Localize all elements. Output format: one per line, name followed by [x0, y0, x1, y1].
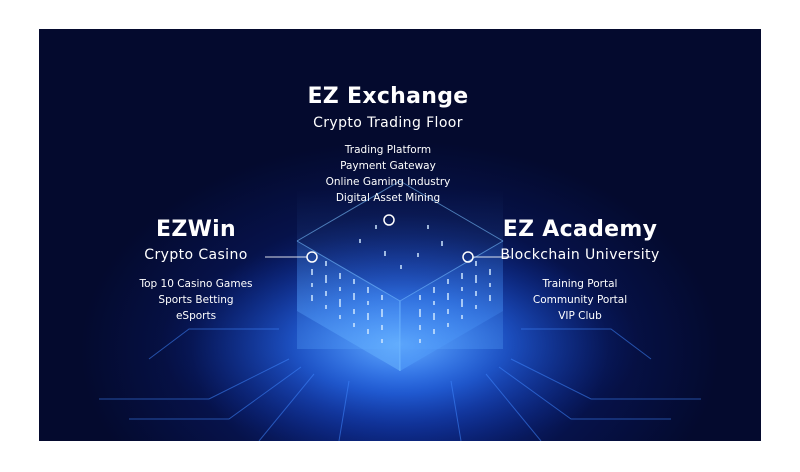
left-feature-list: Top 10 Casino Games Sports Betting eSpor… [139, 276, 252, 324]
left-title: EZWin [156, 217, 236, 242]
cube-right-face [400, 241, 503, 371]
right-feature-item: VIP Club [558, 310, 602, 322]
center-node-circle [383, 214, 395, 226]
diagram-slide: EZ Exchange Crypto Trading Floor Trading… [39, 29, 761, 441]
center-feature-list: Trading Platform Payment Gateway Online … [326, 142, 451, 206]
cube-illustration [99, 180, 701, 441]
center-feature-item: Online Gaming Industry [325, 176, 451, 188]
right-subtitle: Blockchain University [500, 247, 660, 263]
center-feature-item: Trading Platform [344, 144, 432, 156]
center-feature-item: Digital Asset Mining [335, 192, 441, 204]
cube-left-face [297, 241, 400, 371]
right-feature-list: Training Portal Community Portal VIP Clu… [533, 276, 627, 324]
left-node-circle [306, 251, 318, 263]
right-feature-item: Training Portal [542, 278, 618, 290]
left-feature-item: eSports [175, 310, 217, 322]
left-feature-item: Top 10 Casino Games [139, 278, 253, 290]
data-particles [311, 225, 491, 343]
center-feature-item: Payment Gateway [340, 160, 436, 172]
center-subtitle: Crypto Trading Floor [313, 115, 463, 131]
right-node-circle [462, 251, 474, 263]
center-title: EZ Exchange [307, 84, 469, 109]
left-subtitle: Crypto Casino [144, 247, 248, 263]
left-feature-item: Sports Betting [158, 294, 234, 306]
right-feature-item: Community Portal [532, 294, 628, 306]
circuit-traces [99, 328, 701, 441]
right-title: EZ Academy [502, 217, 658, 242]
